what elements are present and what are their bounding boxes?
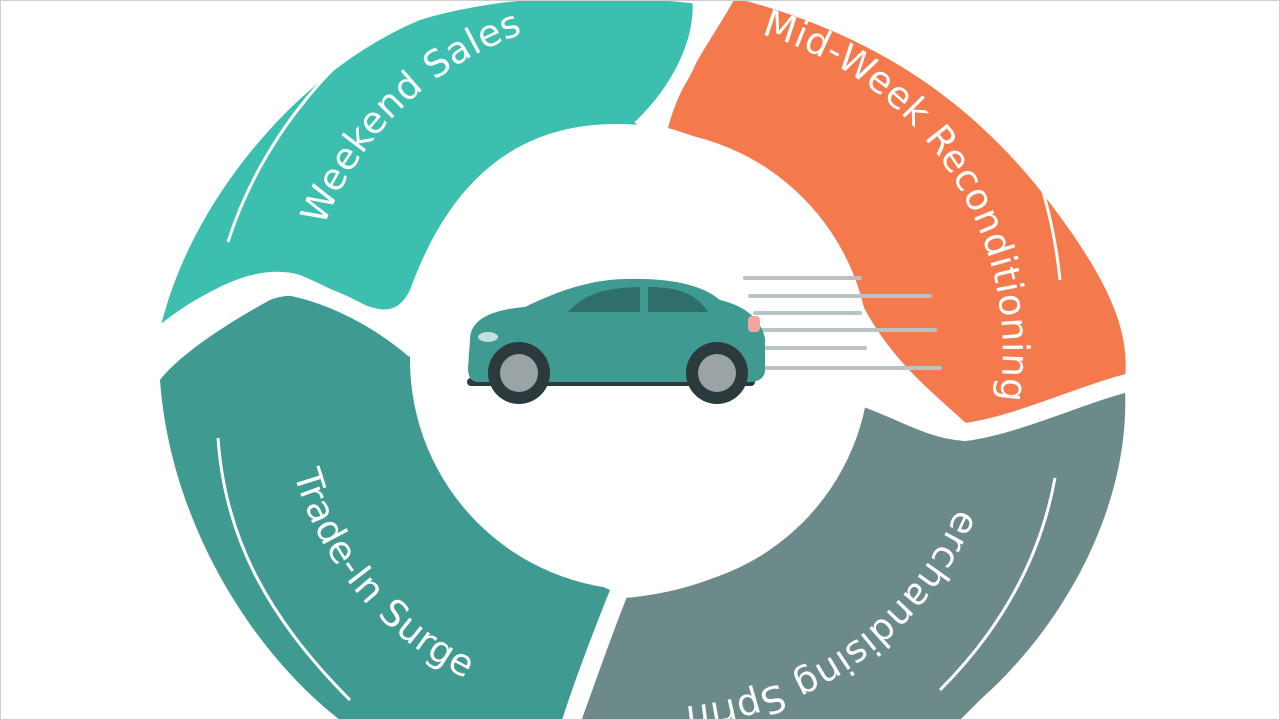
segment-mid-week-reconditioning — [668, 0, 1126, 427]
segment-trade-in-surge — [160, 295, 610, 720]
speed-lines — [743, 276, 942, 370]
arc-line-lowerright — [938, 477, 1057, 692]
segment-lower-right — [582, 390, 1126, 720]
arc-line-tradein — [216, 437, 352, 702]
arc-line-midweek — [958, 33, 1062, 281]
arc-line-weekend — [226, 0, 431, 243]
car-icon — [467, 276, 942, 404]
segment-weekend-sales — [160, 0, 706, 330]
